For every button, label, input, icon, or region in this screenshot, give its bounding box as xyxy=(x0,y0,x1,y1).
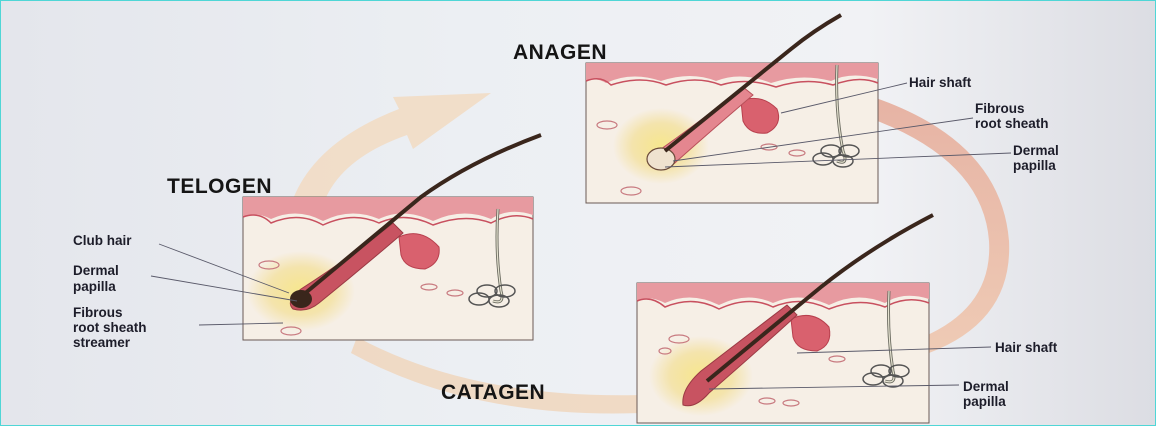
label-anagen-fibrous-1: Fibrous xyxy=(975,101,1025,116)
catagen-panel xyxy=(637,215,933,423)
label-catagen-hair-shaft: Hair shaft xyxy=(995,340,1058,355)
label-catagen-dermal-papilla-1: Dermal xyxy=(963,379,1009,394)
label-catagen-dermal-papilla-2: papilla xyxy=(963,394,1006,409)
label-club-hair: Club hair xyxy=(73,233,132,248)
label-streamer-3: streamer xyxy=(73,335,131,350)
telogen-panel xyxy=(243,135,541,340)
label-anagen-fibrous-2: root sheath xyxy=(975,116,1049,131)
stage-title-catagen: CATAGEN xyxy=(441,381,545,404)
label-telogen-dermal-papilla-1: Dermal xyxy=(73,263,119,278)
stage-title-telogen: TELOGEN xyxy=(167,175,272,198)
label-telogen-dermal-papilla-2: papilla xyxy=(73,279,116,294)
label-anagen-dermal-papilla-1: Dermal xyxy=(1013,143,1059,158)
label-streamer-1: Fibrous xyxy=(73,305,123,320)
arrow-telogen-to-anagen xyxy=(293,93,491,205)
anagen-panel xyxy=(586,15,878,203)
label-streamer-2: root sheath xyxy=(73,320,147,335)
stage-title-anagen: ANAGEN xyxy=(513,41,607,64)
label-anagen-hair-shaft: Hair shaft xyxy=(909,75,972,90)
label-anagen-dermal-papilla-2: papilla xyxy=(1013,158,1056,173)
